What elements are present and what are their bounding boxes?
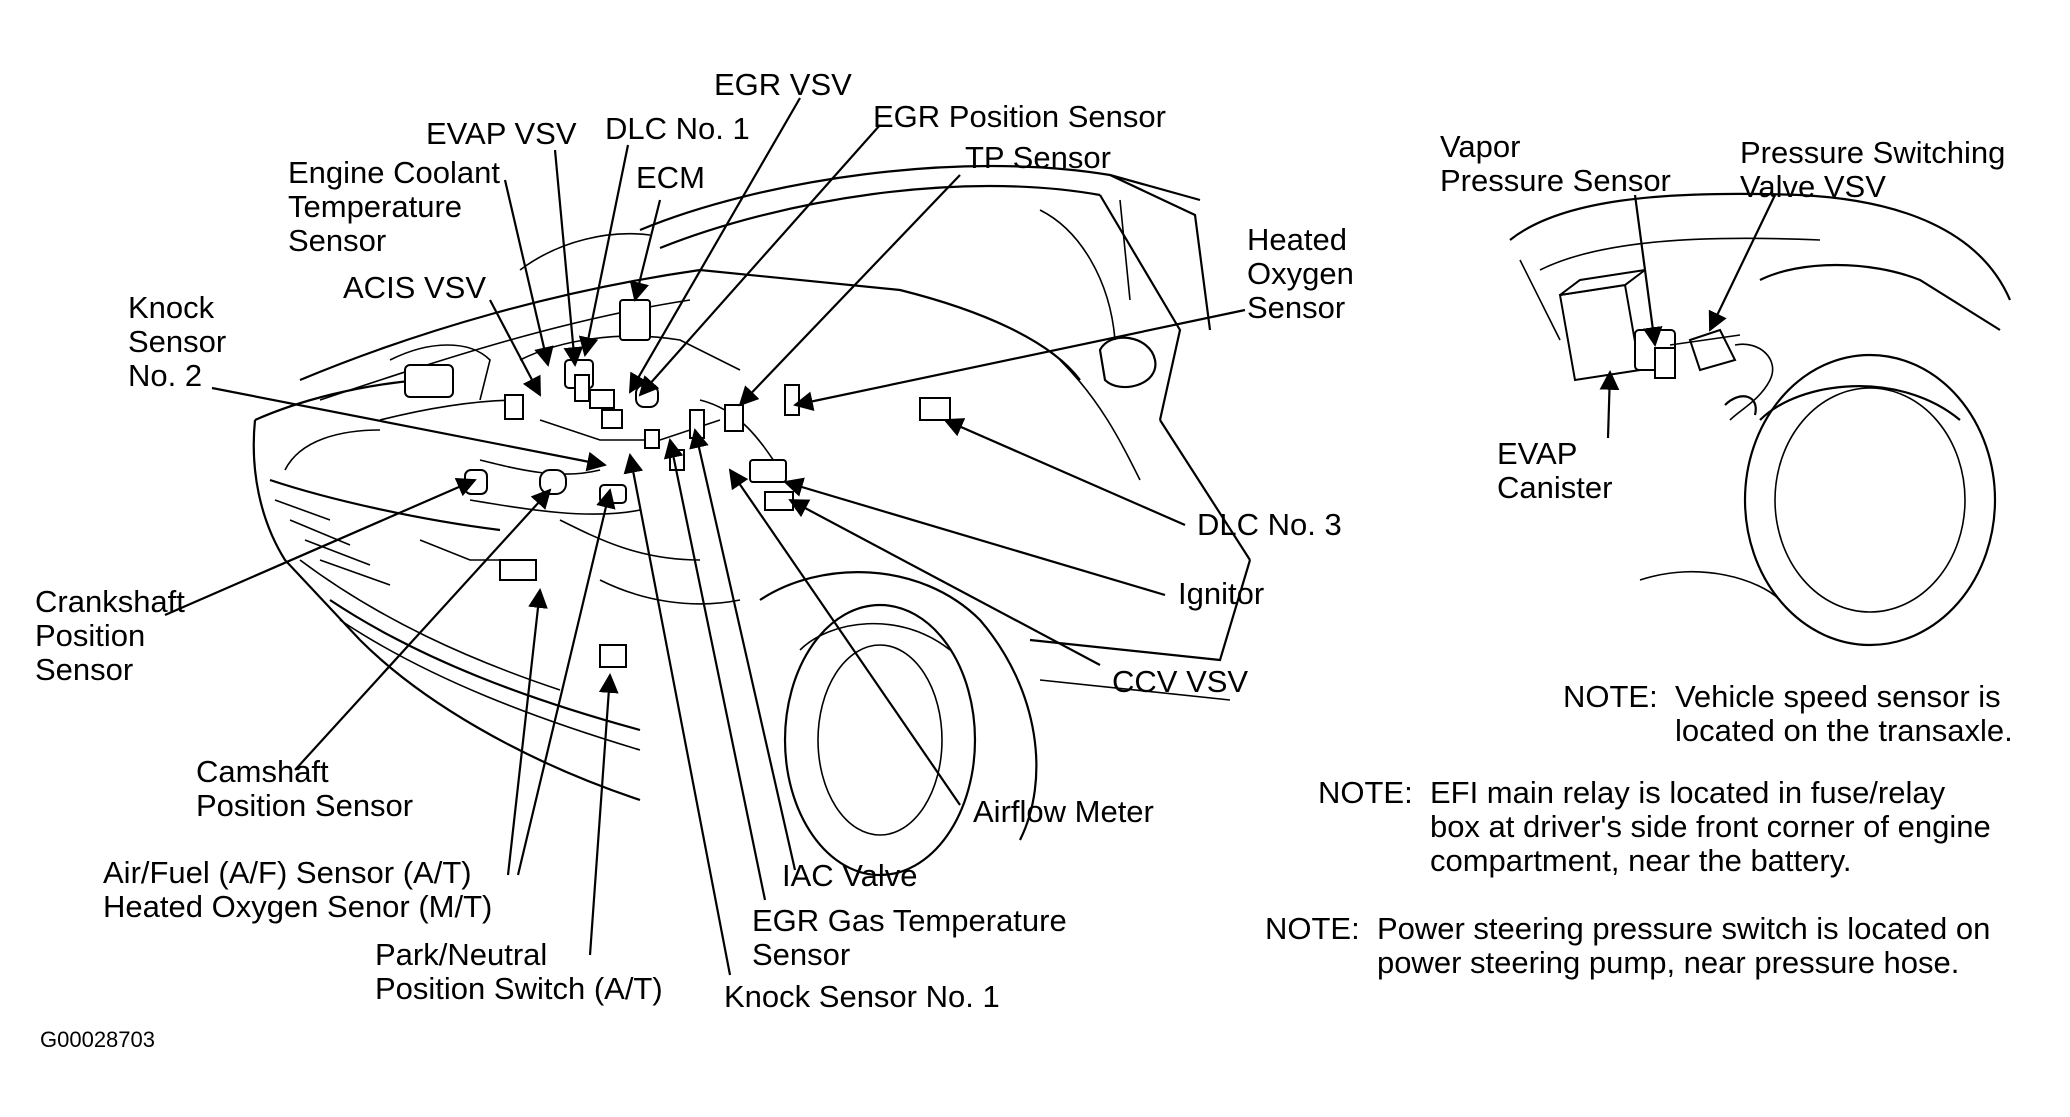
note-prefix: NOTE:: [1318, 775, 1430, 810]
label-airflow-meter: Airflow Meter: [973, 794, 1154, 829]
label-air-fuel-sensor: Air/Fuel (A/F) Sensor (A/T) Heated Oxyge…: [103, 855, 493, 924]
label-ecm: ECM: [636, 160, 705, 195]
leader-lines: [164, 97, 1776, 976]
note-efi-main-relay: NOTE: EFI main relay is located in fuse/…: [1318, 776, 1991, 878]
engine-components: [464, 299, 951, 668]
label-pressure-switching-valve-vsv: Pressure Switching Valve VSV: [1740, 135, 2006, 204]
label-ccv-vsv: CCV VSV: [1112, 664, 1249, 699]
note-prefix: NOTE:: [1563, 679, 1675, 714]
label-egr-gas-temperature-sensor: EGR Gas Temperature Sensor: [752, 903, 1067, 972]
note-power-steering-switch: NOTE: Power steering pressure switch is …: [1265, 912, 1990, 980]
label-egr-position-sensor: EGR Position Sensor: [873, 99, 1166, 134]
label-evap-vsv: EVAP VSV: [426, 116, 577, 151]
label-dlc-no1: DLC No. 1: [605, 111, 750, 146]
figure-id: G00028703: [40, 1027, 155, 1052]
note-vehicle-speed-sensor: NOTE: Vehicle speed sensor is located on…: [1563, 680, 2013, 748]
label-engine-coolant-temperature-sensor: Engine Coolant Temperature Sensor: [288, 155, 500, 258]
note-text: Power steering pressure switch is locate…: [1376, 911, 1991, 980]
label-egr-vsv: EGR VSV: [714, 67, 852, 102]
note-text: Vehicle speed sensor is located on the t…: [1674, 679, 2013, 748]
label-vapor-pressure-sensor: Vapor Pressure Sensor: [1440, 129, 1671, 198]
label-knock-sensor-no2: Knock Sensor No. 2: [128, 290, 227, 393]
evap-canister-inset-illustration: [1509, 192, 2012, 647]
label-iac-valve: IAC Valve: [782, 858, 918, 893]
label-acis-vsv: ACIS VSV: [343, 270, 486, 305]
label-ignitor: Ignitor: [1178, 576, 1265, 611]
note-text: EFI main relay is located in fuse/relay …: [1429, 775, 1991, 878]
note-prefix: NOTE:: [1265, 911, 1377, 946]
label-camshaft-position-sensor: Camshaft Position Sensor: [196, 754, 414, 823]
label-heated-oxygen-sensor: Heated Oxygen Sensor: [1247, 222, 1354, 325]
label-crankshaft-position-sensor: Crankshaft Position Sensor: [35, 584, 185, 687]
label-tp-sensor: TP Sensor: [965, 140, 1111, 175]
label-knock-sensor-no1: Knock Sensor No. 1: [724, 979, 1000, 1014]
label-evap-canister: EVAP Canister: [1497, 436, 1613, 505]
label-dlc-no3: DLC No. 3: [1197, 507, 1342, 542]
label-park-neutral-position-switch: Park/Neutral Position Switch (A/T): [375, 937, 663, 1006]
